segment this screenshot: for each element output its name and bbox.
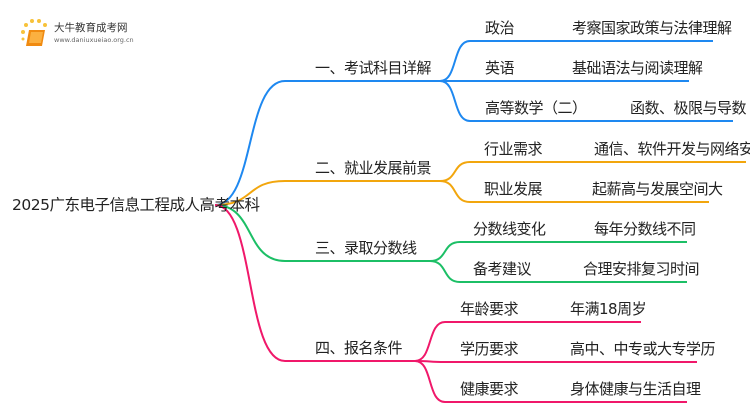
leaf-line [439,161,746,182]
leaf-detail: 通信、软件开发与网络安全 [594,140,750,158]
leaf-detail: 起薪高与发展空间大 [592,180,723,198]
leaf-line [439,80,733,122]
logo-title: 大牛教育成考网 [54,22,128,34]
leaf-line [414,360,697,363]
leaf-detail: 每年分数线不同 [594,220,696,238]
branch-line [214,204,430,262]
logo-url: www.daniuxueiao.org.cn [54,36,134,44]
leaf-detail: 函数、极限与导数 [630,99,747,117]
leaf-detail: 基础语法与阅读理解 [572,59,703,77]
leaf-topic: 政治 [485,19,515,37]
leaf-line [439,40,713,82]
leaf-topic: 高等数学（二） [485,99,587,117]
branch-label: 四、报名条件 [315,339,403,357]
leaf-topic: 英语 [485,59,515,77]
branch-label: 二、就业发展前景 [315,159,432,177]
leaf-detail: 高中、中专或大专学历 [570,340,716,358]
leaf-line [429,260,687,283]
leaf-topic: 学历要求 [460,340,519,358]
leaf-detail: 身体健康与生活自理 [570,380,701,398]
leaf-topic: 职业发展 [484,180,543,198]
leaf-topic: 分数线变化 [473,220,546,238]
leaf-detail: 合理安排复习时间 [583,260,700,278]
leaf-topic: 年龄要求 [460,300,519,318]
branch-label: 一、考试科目详解 [315,59,432,77]
root-node: 2025广东电子信息工程成人高考本科 [12,196,260,214]
branch-line [214,204,415,362]
leaf-topic: 健康要求 [460,380,519,398]
book-logo-icon [21,19,47,46]
leaf-detail: 考察国家政策与法律理解 [572,19,732,37]
branch-line [214,80,440,206]
branch-line [214,180,440,206]
leaf-topic: 行业需求 [484,140,543,158]
leaf-line [414,360,687,403]
leaf-line [439,180,709,203]
branch-label: 三、录取分数线 [315,239,417,257]
leaf-line [429,241,687,262]
leaf-line [414,321,641,362]
leaf-topic: 备考建议 [473,260,532,278]
leaf-detail: 年满18周岁 [570,300,647,318]
